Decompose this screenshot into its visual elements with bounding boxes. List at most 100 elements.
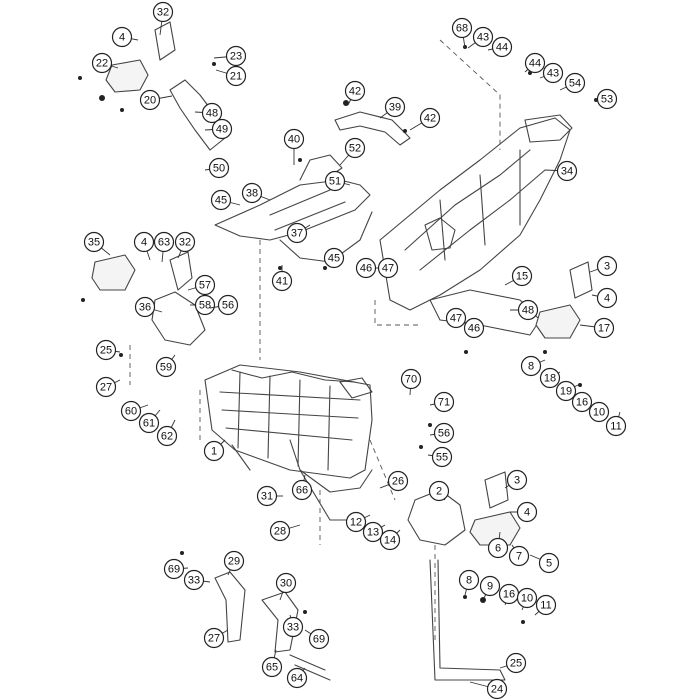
callout-31: 31: [256, 485, 278, 507]
callout-circle: [203, 440, 225, 462]
callout-circle: [95, 339, 117, 361]
callout-circle: [384, 96, 406, 118]
callout-25: 25: [95, 339, 117, 361]
callout-number: 2: [436, 486, 442, 498]
callout-circle: [91, 52, 113, 74]
callout-number: 53: [601, 94, 613, 106]
callout-47: 47: [377, 257, 399, 279]
callout-circle: [508, 545, 530, 567]
callout-number: 51: [329, 176, 341, 188]
callout-number: 33: [287, 622, 299, 634]
callout-45-2: 45: [323, 247, 345, 269]
callout-circle: [241, 182, 263, 204]
callout-number: 46: [360, 263, 372, 275]
callout-46: 46: [355, 257, 377, 279]
callout-25-2: 25: [505, 652, 527, 674]
callout-55: 55: [431, 446, 453, 468]
callout-number: 59: [160, 362, 172, 374]
callout-number: 11: [610, 421, 621, 433]
callout-36: 36: [134, 296, 156, 318]
callout-number: 54: [569, 78, 581, 90]
callout-6: 6: [487, 537, 509, 559]
callout-66: 66: [291, 479, 313, 501]
callout-15: 15: [511, 265, 533, 287]
callout-40: 40: [283, 128, 305, 150]
callout-48-2: 48: [517, 299, 539, 321]
callout-42-2: 42: [419, 107, 441, 129]
callout-number: 30: [280, 578, 292, 590]
callout-16-2: 16: [498, 583, 520, 605]
callout-circle: [588, 401, 610, 423]
callout-number: 5: [546, 558, 552, 570]
callout-circle: [516, 501, 538, 523]
callout-number: 63: [158, 237, 170, 249]
callout-circle: [134, 296, 156, 318]
callout-number: 31: [261, 491, 273, 503]
callout-number: 48: [522, 305, 534, 317]
callout-number: 66: [296, 485, 308, 497]
callout-circle: [120, 400, 142, 422]
assembly-lines: [129, 39, 501, 640]
callout-number: 19: [560, 386, 572, 398]
callout-circle: [194, 294, 216, 316]
callout-circle: [511, 265, 533, 287]
callout-47-2: 47: [445, 307, 467, 329]
callout-number: 29: [228, 556, 240, 568]
callout-circle: [506, 469, 528, 491]
callout-circle: [596, 287, 618, 309]
callout-11-2: 11: [535, 594, 557, 616]
callout-number: 58: [199, 300, 211, 312]
callout-number: 8: [466, 575, 472, 587]
callout-70: 70: [400, 368, 422, 390]
callout-number: 12: [350, 517, 362, 529]
callout-4-3: 4: [596, 287, 618, 309]
callout-number: 24: [491, 684, 503, 696]
callout-9: 9: [479, 575, 501, 597]
callout-circle: [201, 102, 223, 124]
callout-circle: [605, 415, 627, 437]
callout-circle: [256, 485, 278, 507]
callout-4-2: 4: [133, 231, 155, 253]
callout-8: 8: [520, 355, 542, 377]
callout-number: 36: [139, 302, 151, 314]
callout-circle: [269, 520, 291, 542]
callout-number: 45: [215, 195, 227, 207]
callout-37: 37: [286, 222, 308, 244]
callout-circle: [153, 231, 175, 253]
callout-circle: [517, 299, 539, 321]
callout-number: 11: [540, 600, 551, 612]
callout-number: 18: [544, 373, 556, 385]
callout-48: 48: [201, 102, 223, 124]
callout-circle: [377, 257, 399, 279]
callout-57: 57: [194, 274, 216, 296]
callout-50: 50: [208, 157, 230, 179]
callout-circle: [516, 587, 538, 609]
callout-number: 46: [468, 323, 480, 335]
callout-65: 65: [261, 656, 283, 678]
callout-12: 12: [345, 511, 367, 533]
callout-number: 9: [487, 581, 493, 593]
callout-circle: [445, 307, 467, 329]
callout-circle: [535, 594, 557, 616]
callout-4: 4: [111, 26, 133, 48]
callout-number: 37: [291, 228, 303, 240]
callout-number: 69: [168, 564, 180, 576]
callout-54: 54: [564, 72, 586, 94]
callout-number: 55: [436, 452, 448, 464]
callout-3: 3: [596, 255, 618, 277]
callout-56-2: 56: [433, 422, 455, 444]
callout-circle: [596, 255, 618, 277]
callout-number: 28: [274, 526, 286, 538]
callout-circle: [210, 189, 232, 211]
callout-number: 41: [276, 276, 288, 288]
callout-42: 42: [344, 80, 366, 102]
callout-35: 35: [83, 231, 105, 253]
callout-circle: [463, 317, 485, 339]
callout-39: 39: [384, 96, 406, 118]
callouts: 3242223212048495040525138454239426843444…: [83, 1, 627, 700]
callout-number: 4: [119, 32, 125, 44]
main-frame-drawing: [204, 364, 373, 521]
callout-circle: [225, 45, 247, 67]
callout-56: 56: [217, 294, 239, 316]
callout-number: 25: [100, 345, 112, 357]
